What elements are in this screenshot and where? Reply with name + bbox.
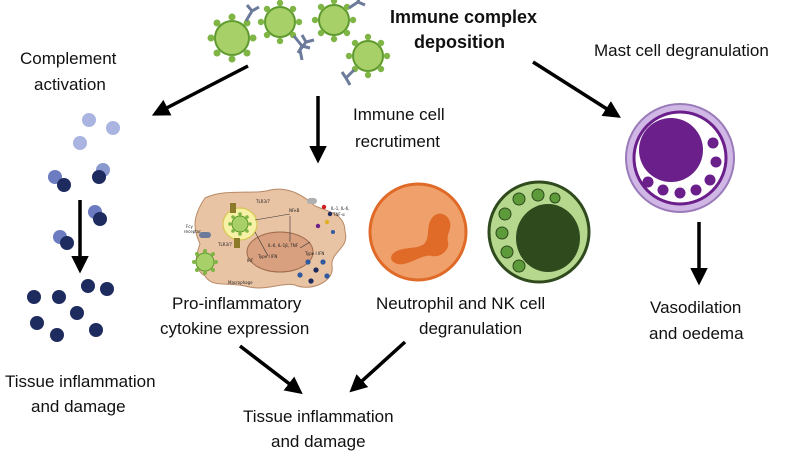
complement-particles	[27, 113, 120, 342]
side-cytokines-label: IL-1, IL-6,	[331, 206, 349, 211]
proinflammatory-label-line2: cytokine expression	[160, 319, 310, 338]
immune-complex-group	[207, 0, 391, 86]
macrophage-label: Macrophage	[228, 280, 253, 285]
immune-complex-virus	[311, 0, 366, 43]
tlr-left-label: TLR3/7	[217, 242, 232, 247]
vasodilation-label-line2: and oedema	[649, 324, 744, 343]
fc-receptor-label: Fcγ	[186, 224, 194, 229]
secreted-cytokines	[297, 204, 335, 284]
arrow-to-mast-cell	[532, 60, 621, 118]
antibody	[298, 34, 315, 61]
tissue-left-label-line2: and damage	[31, 397, 126, 416]
tissue-bottom-label-line2: and damage	[271, 432, 366, 451]
immune-complex-title-line1: Immune complex	[390, 7, 538, 27]
macrophage-illustration: Fcγ receptor TLR3/7 TLR3/7 NFκB IL-6, IL…	[184, 188, 349, 289]
receptor-label: receptor	[184, 229, 201, 234]
immune-complex-virus	[340, 33, 391, 86]
immune-complex-title-line2: deposition	[414, 32, 505, 52]
proinflammatory-label-line1: Pro-inflammatory	[172, 294, 302, 313]
nfkb-label: NFκB	[289, 208, 300, 213]
tlr-top-label: TLR3/7	[255, 199, 270, 204]
extracellular-virus	[192, 249, 218, 275]
mast-cell-label: Mast cell degranulation	[594, 41, 769, 60]
nk-nucleus	[516, 204, 580, 272]
tissue-left-label-line1: Tissue inflammation	[5, 372, 156, 391]
ifn-right-label: Type I IFN	[304, 251, 324, 256]
arrows	[71, 60, 708, 395]
tnf-label: TNF-α	[332, 212, 345, 217]
immune-cell-label-line2: recrutiment	[355, 132, 441, 151]
complement-label-line2: activation	[34, 75, 106, 94]
neutrophil-label-line2: degranulation	[419, 319, 523, 338]
irf-label: IRF	[247, 258, 254, 263]
mast-cell	[625, 103, 735, 213]
arrow-proinflam-to-tissue	[238, 344, 303, 395]
complement-label-line1: Complement	[20, 49, 117, 68]
ifn-label: Type I IFN	[257, 254, 277, 259]
tissue-bottom-label-line1: Tissue inflammation	[243, 407, 394, 426]
immune-complex-virus	[207, 4, 260, 63]
vasodilation-label-line1: Vasodilation	[650, 298, 742, 317]
nk-cell	[487, 180, 591, 284]
neutrophil-cell	[368, 182, 468, 282]
immune-cell-label-line1: Immune cell	[353, 105, 445, 124]
neutrophil-nucleus	[391, 213, 451, 265]
macrophage-nucleus	[246, 231, 314, 273]
cytokine-genes-label: IL-6, IL-1β, TNF	[268, 243, 299, 248]
arrow-to-complement	[151, 64, 249, 116]
arrow-neutrophil-to-tissue	[349, 340, 407, 393]
mast-nucleus	[639, 118, 703, 182]
neutrophil-label-line1: Neutrophil and NK cell	[376, 294, 546, 313]
